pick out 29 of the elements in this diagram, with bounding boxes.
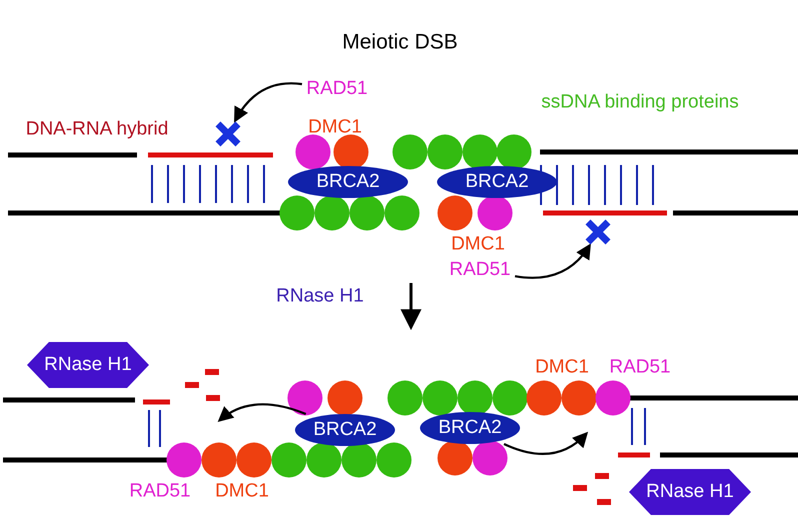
protein-name: BRCA2 (437, 417, 503, 439)
title: Meiotic DSB (342, 30, 458, 54)
protein-label: RAD51 (302, 77, 372, 101)
block-cross (214, 120, 242, 148)
curved-arrow (234, 82, 302, 123)
protein-name: BRCA2 (464, 171, 530, 193)
protein-oval (420, 412, 520, 444)
protein-label: DMC1 (535, 358, 589, 378)
step-label: RNase H1 (276, 286, 364, 308)
protein-label: DMC1 (215, 482, 269, 502)
protein-label: DMC1 (451, 234, 505, 256)
block-cross (584, 218, 612, 246)
enzyme-hexagon (629, 469, 751, 515)
protein-name: BRCA2 (315, 171, 381, 193)
protein-label: RAD51 (609, 358, 671, 378)
protein-oval (288, 166, 408, 198)
region-label: DNA-RNA hybrid (26, 120, 168, 140)
protein-oval (437, 166, 557, 198)
enzyme-hexagon (27, 342, 149, 388)
protein-label: DMC1 (308, 118, 362, 138)
protein-label: RAD51 (129, 482, 191, 502)
protein-label: ssDNA binding proteins (541, 92, 739, 114)
protein-name: RNase H1 (43, 354, 133, 376)
protein-name: RNase H1 (645, 481, 735, 503)
curved-arrow (504, 432, 588, 455)
protein-label: RAD51 (445, 258, 515, 282)
curved-arrow (514, 243, 592, 279)
protein-oval (295, 414, 395, 446)
protein-name: BRCA2 (312, 419, 378, 441)
